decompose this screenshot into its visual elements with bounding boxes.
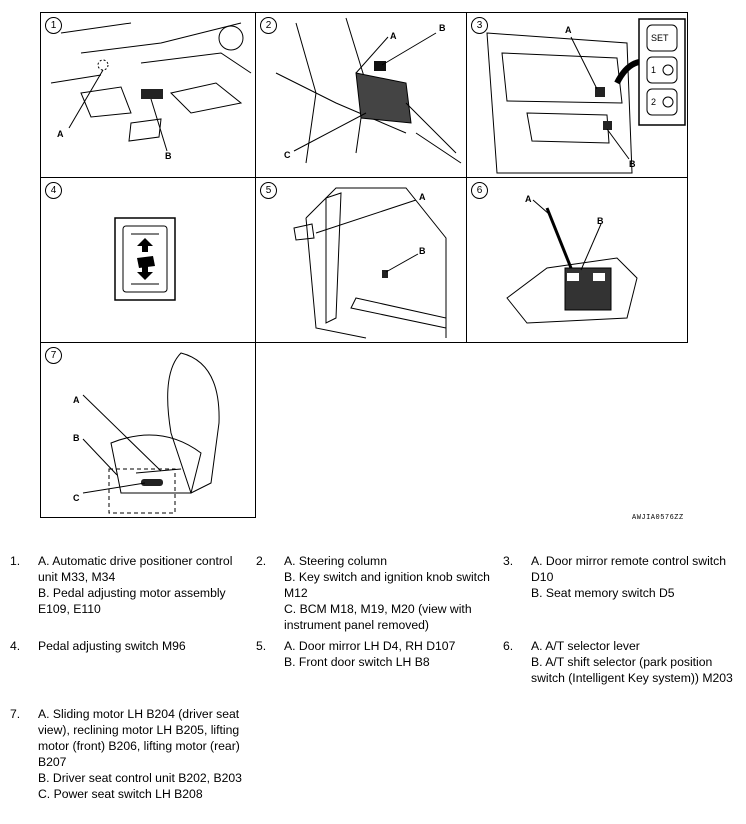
panel-number: 1 bbox=[45, 17, 62, 34]
switch-2-label: 2 bbox=[651, 97, 657, 107]
figure-code: AWJIA0576ZZ bbox=[632, 514, 684, 522]
panel-4: 4 bbox=[40, 177, 256, 343]
switch-1-label: 1 bbox=[651, 65, 657, 75]
panel-number: 6 bbox=[471, 182, 488, 199]
panel-number: 2 bbox=[260, 17, 277, 34]
label-a: A bbox=[390, 31, 397, 41]
door-drawing bbox=[293, 187, 447, 339]
label-b: B bbox=[419, 246, 426, 256]
label-a: A bbox=[565, 25, 572, 35]
panel-3: 3 A B SET 1 2 bbox=[466, 12, 688, 178]
panel-number: 4 bbox=[45, 182, 62, 199]
pedal-area-drawing bbox=[50, 22, 252, 152]
panel-2: 2 A B C bbox=[255, 12, 467, 178]
panel-6: 6 A B bbox=[466, 177, 688, 343]
steering-column-drawing bbox=[275, 17, 462, 164]
door-panel-drawing bbox=[486, 18, 686, 174]
label-c: C bbox=[73, 493, 80, 503]
pedal-switch-drawing bbox=[114, 217, 176, 301]
seat-drawing bbox=[82, 352, 220, 514]
label-a: A bbox=[419, 192, 426, 202]
figure-grid: 1 A B 2 A B C 3 bbox=[40, 12, 688, 518]
label-c: C bbox=[284, 150, 291, 160]
panel-1: 1 A B bbox=[40, 12, 256, 178]
switch-set-label: SET bbox=[651, 33, 669, 43]
selector-lever-drawing bbox=[506, 199, 638, 324]
label-a: A bbox=[57, 129, 64, 139]
label-a: A bbox=[73, 395, 80, 405]
label-b: B bbox=[629, 159, 636, 169]
label-a: A bbox=[525, 194, 532, 204]
panel-number: 3 bbox=[471, 17, 488, 34]
label-b: B bbox=[597, 216, 604, 226]
label-b: B bbox=[439, 23, 446, 33]
panel-5: 5 A B bbox=[255, 177, 467, 343]
label-b: B bbox=[73, 433, 80, 443]
panel-number: 5 bbox=[260, 182, 277, 199]
label-b: B bbox=[165, 151, 172, 161]
panel-7: 7 A B C bbox=[40, 342, 256, 518]
panel-number: 7 bbox=[45, 347, 62, 364]
